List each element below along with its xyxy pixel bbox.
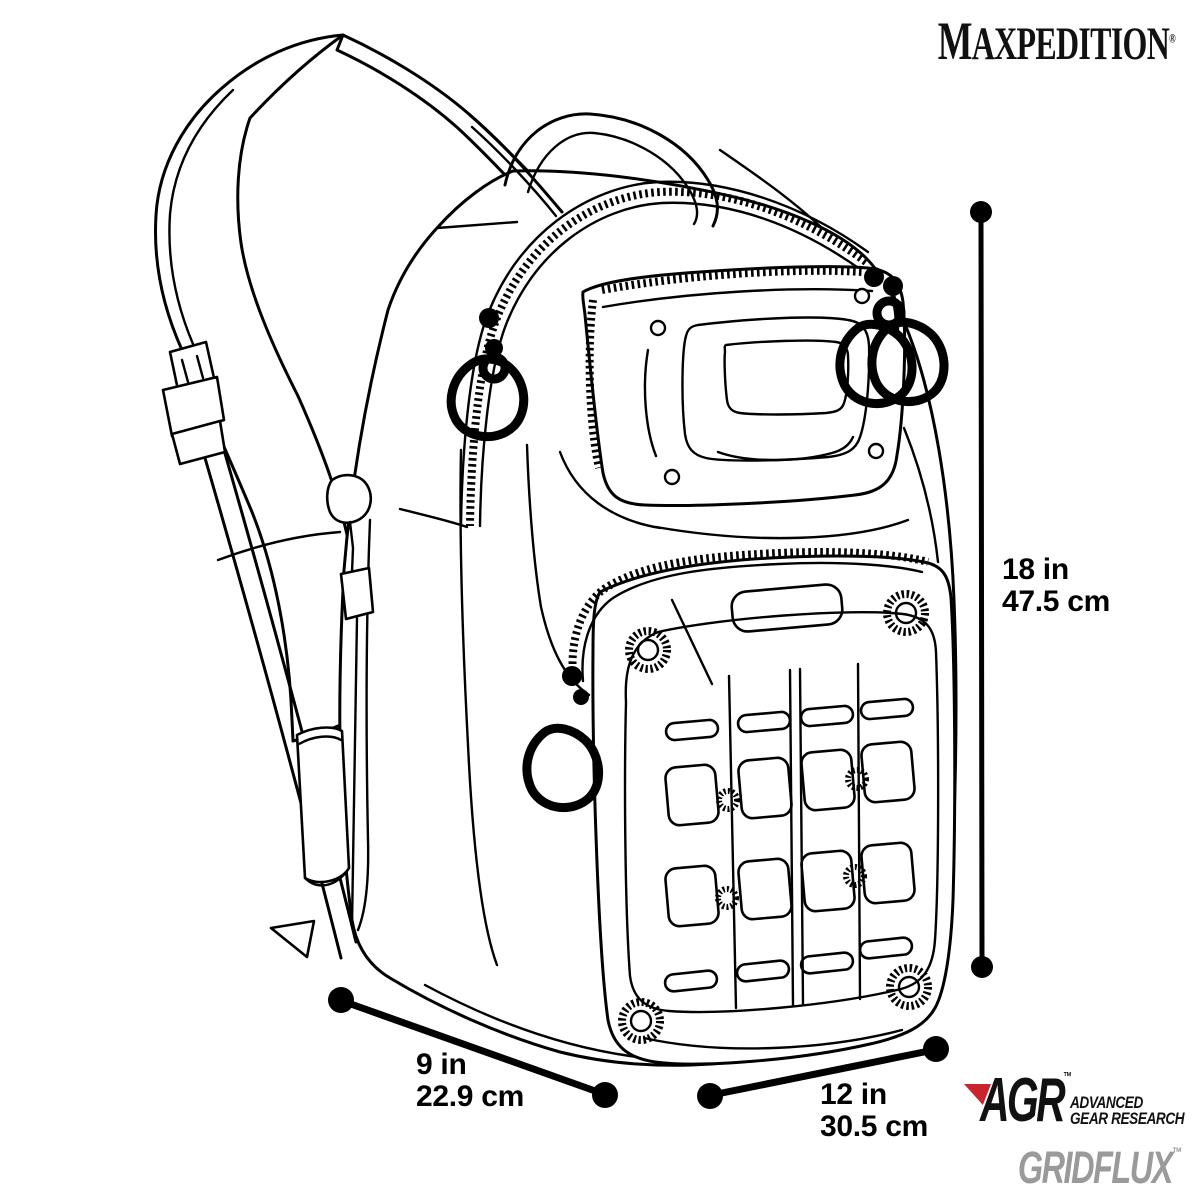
product-trademark: ™ bbox=[1171, 1144, 1182, 1160]
molle-squares-row1 bbox=[664, 740, 916, 827]
corner-grommets bbox=[618, 590, 932, 1044]
maxpedition-logo: MAXPEDITION® bbox=[937, 10, 1176, 72]
width-dimension-label: 12 in 30.5 cm bbox=[820, 1079, 928, 1143]
main-zipper bbox=[459, 180, 870, 528]
brand-name: MAXPEDITION bbox=[937, 11, 1170, 71]
top-handle-slot bbox=[730, 583, 844, 633]
molle-squares-row2 bbox=[664, 841, 916, 928]
upper-pocket-zipper bbox=[601, 266, 863, 294]
depth-dimension-label: 9 in 22.9 cm bbox=[416, 1049, 524, 1113]
dimension-height bbox=[970, 201, 993, 978]
height-centimeters: 47.5 cm bbox=[1002, 584, 1110, 618]
product-name: GRIDFLUX™ bbox=[1017, 1142, 1182, 1193]
agr-acronym: AGR™ bbox=[980, 1066, 1072, 1135]
width-centimeters: 30.5 cm bbox=[820, 1109, 928, 1143]
agr-logo: AGR™ ADVANCED GEAR RESEARCH bbox=[958, 1066, 1190, 1144]
zipper-pull-drings-right bbox=[835, 267, 949, 409]
lower-pocket-zipper bbox=[568, 548, 930, 677]
molle-slots-bottom bbox=[663, 936, 914, 993]
registered-mark: ® bbox=[1169, 30, 1176, 46]
lower-molle-pocket bbox=[568, 548, 957, 1066]
agr-trademark: ™ bbox=[1063, 1069, 1072, 1084]
upper-front-pocket bbox=[581, 265, 907, 507]
agr-tagline: ADVANCED GEAR RESEARCH bbox=[1070, 1093, 1185, 1128]
molle-slots-top bbox=[664, 697, 915, 742]
width-inches: 12 in bbox=[820, 1078, 887, 1111]
strap-anchor-tab bbox=[269, 919, 316, 959]
height-dimension-label: 18 in 47.5 cm bbox=[1002, 554, 1110, 618]
height-inches: 18 in bbox=[1002, 553, 1069, 586]
side-clip-and-keeper bbox=[325, 473, 375, 927]
dimension-width bbox=[697, 1036, 949, 1109]
strap-buckle bbox=[161, 340, 227, 466]
zipper-pull-dring-lower bbox=[522, 666, 604, 813]
depth-inches: 9 in bbox=[416, 1048, 467, 1081]
dimension-depth bbox=[328, 987, 618, 1108]
zipper-pull-dring-left bbox=[446, 308, 529, 442]
webbing-loop bbox=[295, 726, 351, 887]
depth-centimeters: 22.9 cm bbox=[416, 1079, 524, 1113]
